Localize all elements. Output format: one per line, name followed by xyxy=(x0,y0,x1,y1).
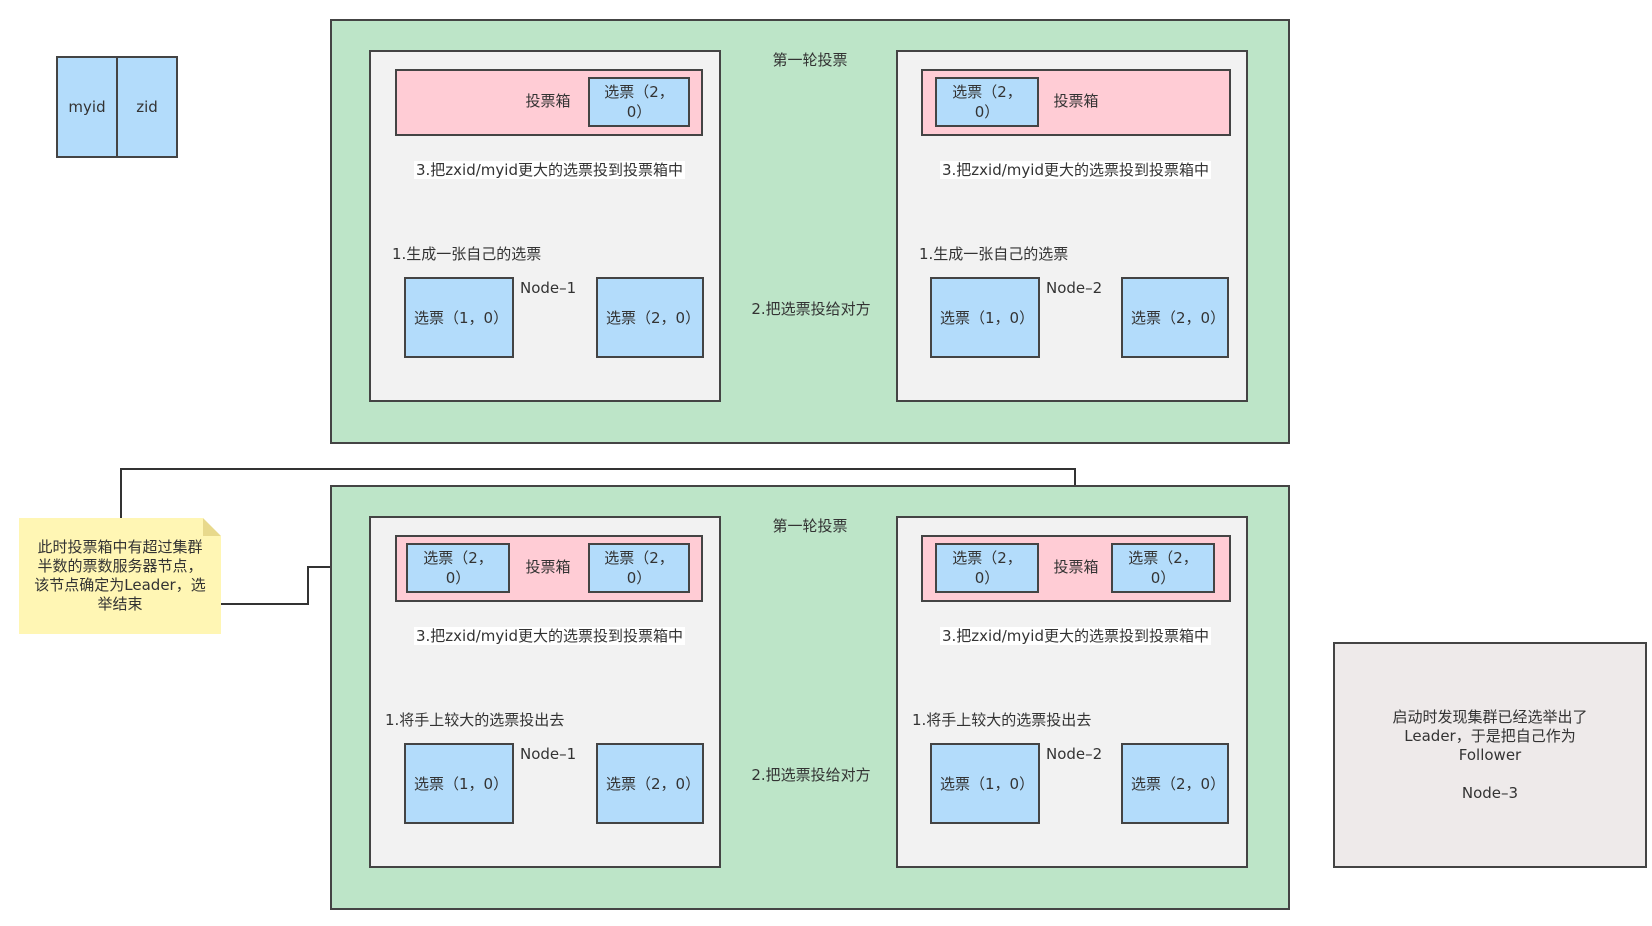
ballot-text: 选票（1，0） xyxy=(940,774,1035,793)
round-2-node-2-box-ballot-1: 选票（2，0） xyxy=(935,543,1039,593)
round-1-node-1-ballot-1: 选票（1，0） xyxy=(404,277,514,358)
round-2-node-1-ballot-2: 选票（2，0） xyxy=(596,743,704,824)
round-1-node-2-ballot-box-label: 投票箱 xyxy=(1053,92,1099,110)
round-2-node-1-select-label: 3.把zxid/myid更大的选票投到投票箱中 xyxy=(414,627,685,645)
ballot-text: 选票（1，0） xyxy=(414,308,509,327)
round-1-title: 第一轮投票 xyxy=(772,51,848,69)
round-1-node-1-select-label: 3.把zxid/myid更大的选票投到投票箱中 xyxy=(414,161,685,179)
round-1-node-1-ballot-box-label: 投票箱 xyxy=(525,92,571,110)
round-2-node-1-ballot-1: 选票（1，0） xyxy=(404,743,514,824)
ballot-text: 选票（2，0） xyxy=(606,308,701,327)
round-2-exchange-label: 2.把选票投给对方 xyxy=(751,766,871,784)
legend-myid-cell: myid xyxy=(56,56,118,158)
ballot-text: 选票（1，0） xyxy=(940,308,1035,327)
node-3-name: Node–3 xyxy=(1461,783,1519,802)
ballot-text: 选票（2，0） xyxy=(1131,774,1226,793)
round-1-node-1-ballot-2: 选票（2，0） xyxy=(596,277,704,358)
leader-elected-note: 此时投票箱中有超过集群半数的票数服务器节点，该节点确定为Leader，选举结束 xyxy=(19,518,221,634)
ballot-text: 选票（2，0） xyxy=(952,83,1022,121)
round-2-node-2-step-label: 1.将手上较大的选票投出去 xyxy=(912,711,1092,729)
round-2-title: 第一轮投票 xyxy=(772,517,848,535)
round-1-node-2-ballot-2: 选票（2，0） xyxy=(1121,277,1229,358)
round-1-exchange-label: 2.把选票投给对方 xyxy=(751,300,871,318)
round-1-node-1-name: Node–1 xyxy=(520,279,577,297)
round-2-node-1-box-ballot-1: 选票（2，0） xyxy=(406,543,510,593)
legend-zid-label: zid xyxy=(136,98,158,116)
node-3-text: 启动时发现集群已经选举出了Leader，于是把自己作为Follower xyxy=(1392,707,1588,764)
ballot-text: 选票（1，0） xyxy=(414,774,509,793)
round-2-node-1-ballot-box-label: 投票箱 xyxy=(525,558,571,576)
note-fold-corner xyxy=(203,518,221,536)
round-1-node-1-box-ballot: 选票（2，0） xyxy=(588,77,690,127)
ballot-text: 选票（2，0） xyxy=(423,549,493,587)
round-2-node-2-ballot-2: 选票（2，0） xyxy=(1121,743,1229,824)
ballot-text: 选票（2，0） xyxy=(1128,549,1198,587)
round-1-node-2-select-label: 3.把zxid/myid更大的选票投到投票箱中 xyxy=(940,161,1211,179)
round-2-node-1-box-ballot-2: 选票（2，0） xyxy=(588,543,690,593)
legend-zid-cell: zid xyxy=(116,56,178,158)
ballot-text: 选票（2，0） xyxy=(604,83,674,121)
round-2-node-2-ballot-box-label: 投票箱 xyxy=(1053,558,1099,576)
round-1-node-1-step-label: 1.生成一张自己的选票 xyxy=(392,245,542,263)
node-3-box: 启动时发现集群已经选举出了Leader，于是把自己作为Follower Node… xyxy=(1333,642,1647,868)
round-2-node-2-select-label: 3.把zxid/myid更大的选票投到投票箱中 xyxy=(940,627,1211,645)
round-2-node-1-step-label: 1.将手上较大的选票投出去 xyxy=(385,711,565,729)
round-1-node-2-ballot-1: 选票（1，0） xyxy=(930,277,1040,358)
ballot-text: 选票（2，0） xyxy=(1131,308,1226,327)
round-1-node-2-name: Node–2 xyxy=(1046,279,1103,297)
round-1-node-2-box-ballot: 选票（2，0） xyxy=(935,77,1039,127)
round-2-node-2-ballot-1: 选票（1，0） xyxy=(930,743,1040,824)
note-text: 此时投票箱中有超过集群半数的票数服务器节点，该节点确定为Leader，选举结束 xyxy=(34,538,206,613)
round-2-node-2-box-ballot-2: 选票（2，0） xyxy=(1111,543,1215,593)
legend-myid-label: myid xyxy=(68,98,106,116)
round-1-node-2-step-label: 1.生成一张自己的选票 xyxy=(919,245,1069,263)
ballot-text: 选票（2，0） xyxy=(604,549,674,587)
round-2-node-2-name: Node–2 xyxy=(1046,745,1103,763)
ballot-text: 选票（2，0） xyxy=(952,549,1022,587)
round-2-node-1-name: Node–1 xyxy=(520,745,577,763)
ballot-text: 选票（2，0） xyxy=(606,774,701,793)
